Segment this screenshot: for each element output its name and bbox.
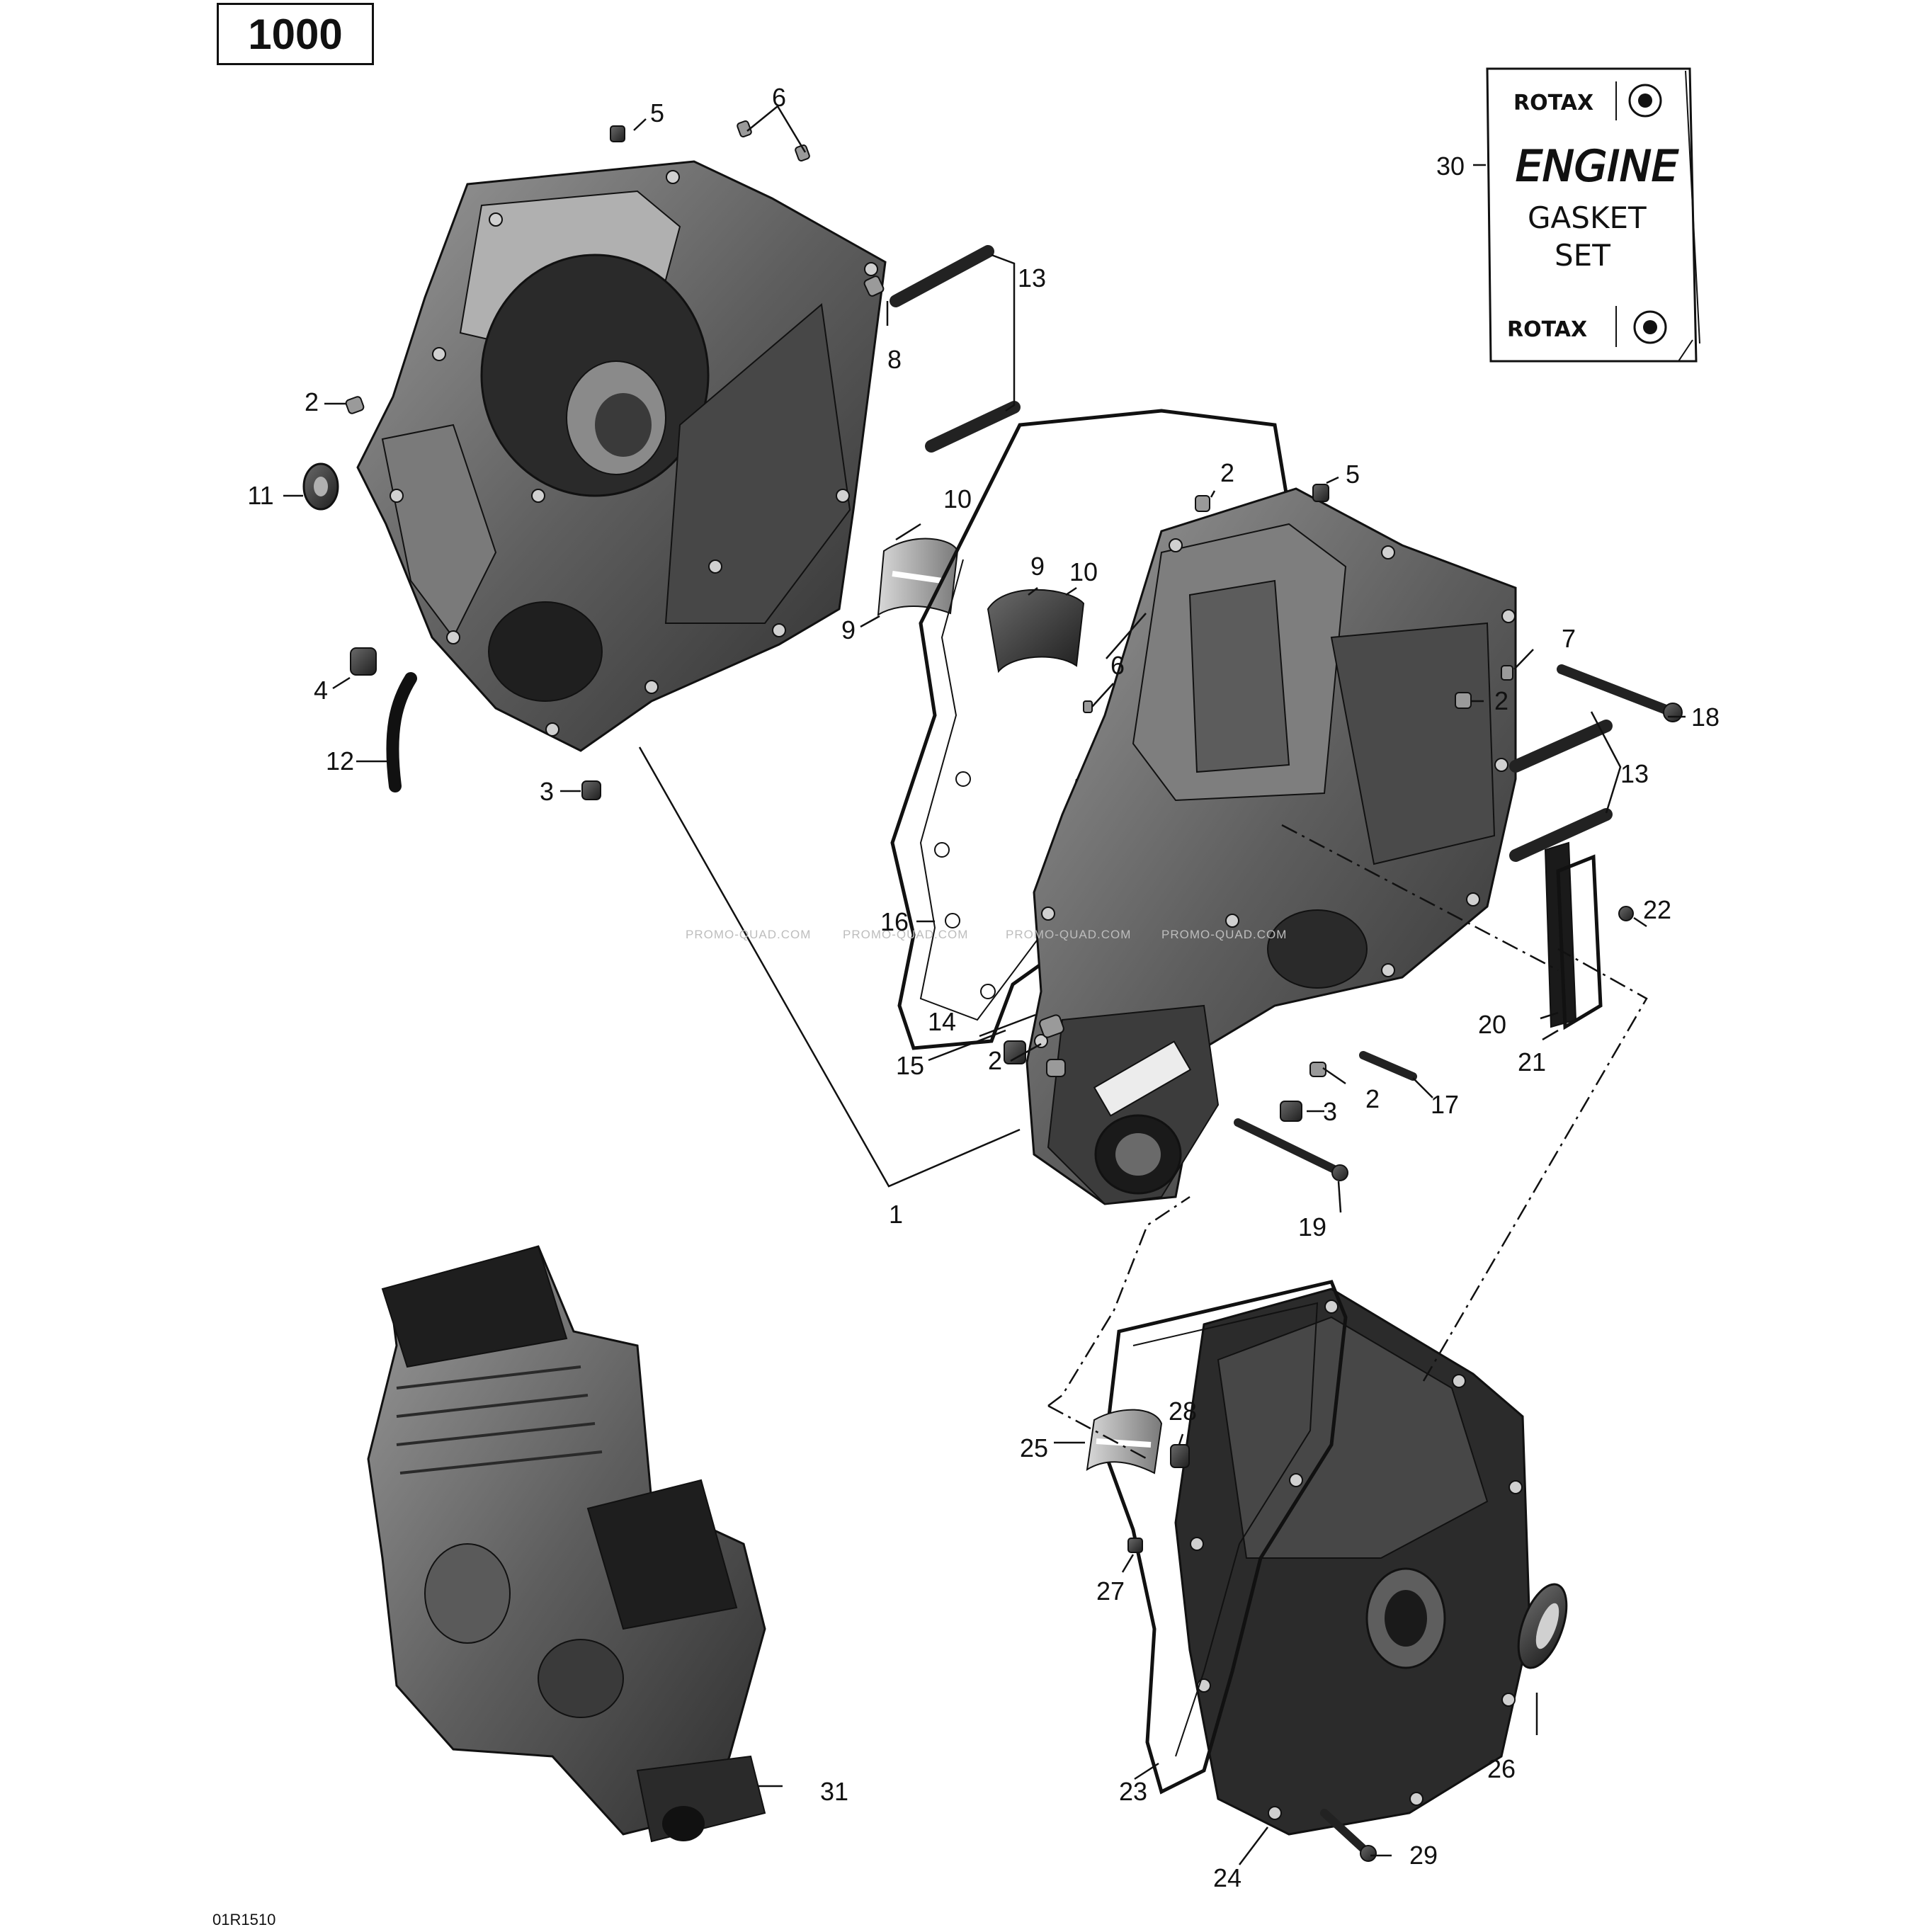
- callout-16: 16: [880, 907, 909, 936]
- bolt-22: [1618, 906, 1634, 921]
- callout-2: 2: [1220, 458, 1235, 487]
- callout-24: 24: [1212, 1863, 1242, 1892]
- callout-7: 7: [1561, 624, 1576, 653]
- dowel-6a: [737, 120, 752, 138]
- dowel-8: [863, 275, 885, 297]
- gasket-kit-30: ROTAX ENGINE GASKET SET ROTAX: [1486, 67, 1700, 363]
- gasket-23: [1103, 1280, 1348, 1795]
- drawing-reference-code: 01R1510: [212, 1911, 276, 1928]
- dowel-2-center: [1195, 495, 1210, 512]
- kit-brand-bottom: ROTAX: [1507, 317, 1587, 342]
- leader-lines: [283, 105, 1686, 1865]
- nut-5-right: [1312, 484, 1329, 502]
- callout-1: 1: [888, 1200, 904, 1229]
- serial-label-plate: [1093, 1040, 1192, 1117]
- dowel-7: [1501, 665, 1513, 681]
- callout-14: 14: [927, 1007, 957, 1036]
- plug-3-right: [1280, 1101, 1302, 1122]
- callout-10: 10: [943, 484, 972, 513]
- model-code-box: 1000: [217, 3, 374, 65]
- cover-21: [1556, 854, 1603, 1030]
- spacer-4: [350, 647, 377, 676]
- callout-22: 22: [1642, 895, 1672, 924]
- callout-31: 31: [819, 1777, 849, 1806]
- watermark-2: PROMO-QUAD.COM: [843, 928, 969, 941]
- callout-4: 4: [313, 676, 329, 705]
- callout-5: 5: [1345, 460, 1360, 489]
- plug-28: [1170, 1444, 1190, 1468]
- dowel-6b: [795, 144, 810, 162]
- bolt-17: [1359, 1051, 1417, 1081]
- kit-brand-top: ROTAX: [1513, 91, 1593, 115]
- cover-parts: [1086, 1409, 1568, 1862]
- callout-23: 23: [1118, 1777, 1148, 1806]
- crankcase-left-half: [356, 160, 887, 752]
- dowel-2-front: [1046, 1059, 1066, 1077]
- callout-10: 10: [1069, 557, 1098, 586]
- callout-20: 20: [1477, 1010, 1507, 1039]
- callout-6: 6: [771, 83, 787, 112]
- plug-3-left: [581, 780, 601, 800]
- kit-line3: SET: [1555, 238, 1610, 273]
- watermark-3: PROMO-QUAD.COM: [1006, 928, 1132, 941]
- callout-5: 5: [649, 98, 665, 127]
- callout-3: 3: [539, 777, 555, 806]
- dowel-6-center-b: [1083, 700, 1093, 713]
- bolt-29: [1320, 1809, 1371, 1856]
- callout-2: 2: [1365, 1084, 1380, 1113]
- callout-21: 21: [1517, 1047, 1547, 1076]
- dowel-2-right: [1455, 692, 1472, 709]
- callout-13: 13: [1620, 759, 1649, 788]
- bearing-9-10-center: [987, 589, 1085, 674]
- stud-13a: [890, 245, 994, 307]
- dowel-2-left: [345, 396, 365, 414]
- hose-12: [386, 672, 417, 792]
- callout-30: 30: [1436, 152, 1465, 181]
- watermark-1: PROMO-QUAD.COM: [686, 928, 812, 941]
- crankcase-right-half: [1025, 487, 1517, 1205]
- bolt-19: [1234, 1118, 1344, 1176]
- callout-9: 9: [1030, 552, 1045, 581]
- callout-28: 28: [1168, 1397, 1198, 1426]
- small-parts-right: [1004, 484, 1683, 1181]
- callout-2: 2: [304, 387, 319, 416]
- kit-line2: GASKET: [1528, 200, 1647, 235]
- callout-12: 12: [325, 746, 355, 775]
- callout-29: 29: [1409, 1841, 1438, 1870]
- small-parts-left: [302, 120, 1021, 800]
- cover-24: [1174, 1288, 1531, 1836]
- engine-assembly-31: [367, 1245, 766, 1843]
- stud-13c: [1509, 720, 1613, 773]
- dowel-2-bottom: [1309, 1062, 1326, 1077]
- callout-26: 26: [1487, 1754, 1516, 1783]
- dowel-2-lower: [1039, 1014, 1064, 1038]
- callout-27: 27: [1096, 1576, 1125, 1606]
- callout-2: 2: [987, 1046, 1003, 1075]
- callout-25: 25: [1019, 1433, 1049, 1462]
- callout-3: 3: [1322, 1097, 1338, 1126]
- callout-18: 18: [1690, 703, 1720, 732]
- nut-27: [1127, 1538, 1143, 1553]
- callout-15: 15: [895, 1051, 925, 1080]
- callout-19: 19: [1297, 1212, 1327, 1241]
- callout-17: 17: [1430, 1090, 1460, 1119]
- watermark-4: PROMO-QUAD.COM: [1161, 928, 1288, 941]
- callout-11: 11: [247, 481, 274, 510]
- stud-13d: [1509, 808, 1613, 862]
- kit-line1: ENGINE: [1516, 142, 1678, 191]
- nut-5-top-left: [610, 125, 625, 142]
- stud-13b: [925, 401, 1021, 453]
- bolt-18: [1557, 664, 1676, 717]
- callout-8: 8: [887, 345, 902, 374]
- callout-6: 6: [1110, 651, 1125, 680]
- plug-15: [1004, 1040, 1026, 1064]
- callout-2: 2: [1494, 686, 1509, 715]
- callout-9: 9: [841, 615, 856, 644]
- callout-13: 13: [1017, 263, 1047, 292]
